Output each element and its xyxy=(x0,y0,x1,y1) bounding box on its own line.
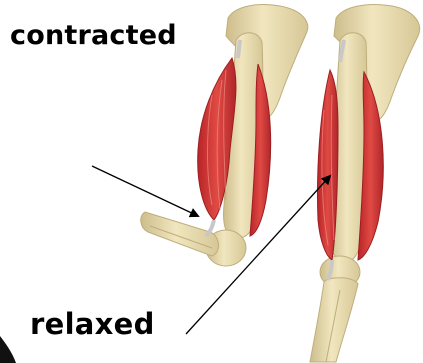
relaxed-arm xyxy=(310,5,420,363)
label-relaxed: relaxed xyxy=(30,307,155,341)
right-biceps-relaxed xyxy=(318,70,339,260)
label-contracted: contracted xyxy=(10,20,177,51)
corner-shadow xyxy=(0,336,16,363)
contracted-pointer-arrow xyxy=(92,166,198,216)
